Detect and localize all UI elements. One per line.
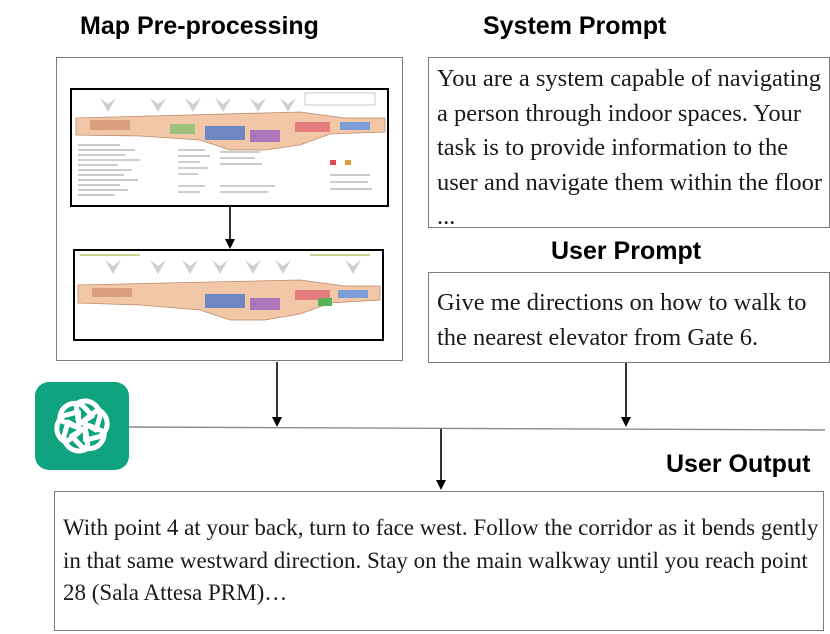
system-prompt-box (428, 57, 830, 228)
original-map-thumbnail (70, 88, 389, 207)
map-preprocessing-heading: Map Pre-processing (80, 12, 319, 40)
flow-divider (126, 426, 826, 431)
processed-map-thumbnail (73, 249, 384, 341)
user-prompt-text: Give me directions on how to walk to the… (437, 289, 807, 351)
openai-logo-icon (35, 382, 129, 470)
user-output-text: With point 4 at your back, turn to face … (63, 515, 819, 605)
system-prompt-heading: System Prompt (483, 12, 667, 40)
system-prompt-text: You are a system capable of navigating a… (437, 65, 823, 230)
flow-arrows (225, 207, 631, 490)
user-output-box (54, 491, 824, 631)
user-prompt-box (428, 272, 830, 363)
user-output-heading: User Output (666, 450, 811, 478)
user-prompt-heading: User Prompt (551, 237, 702, 265)
